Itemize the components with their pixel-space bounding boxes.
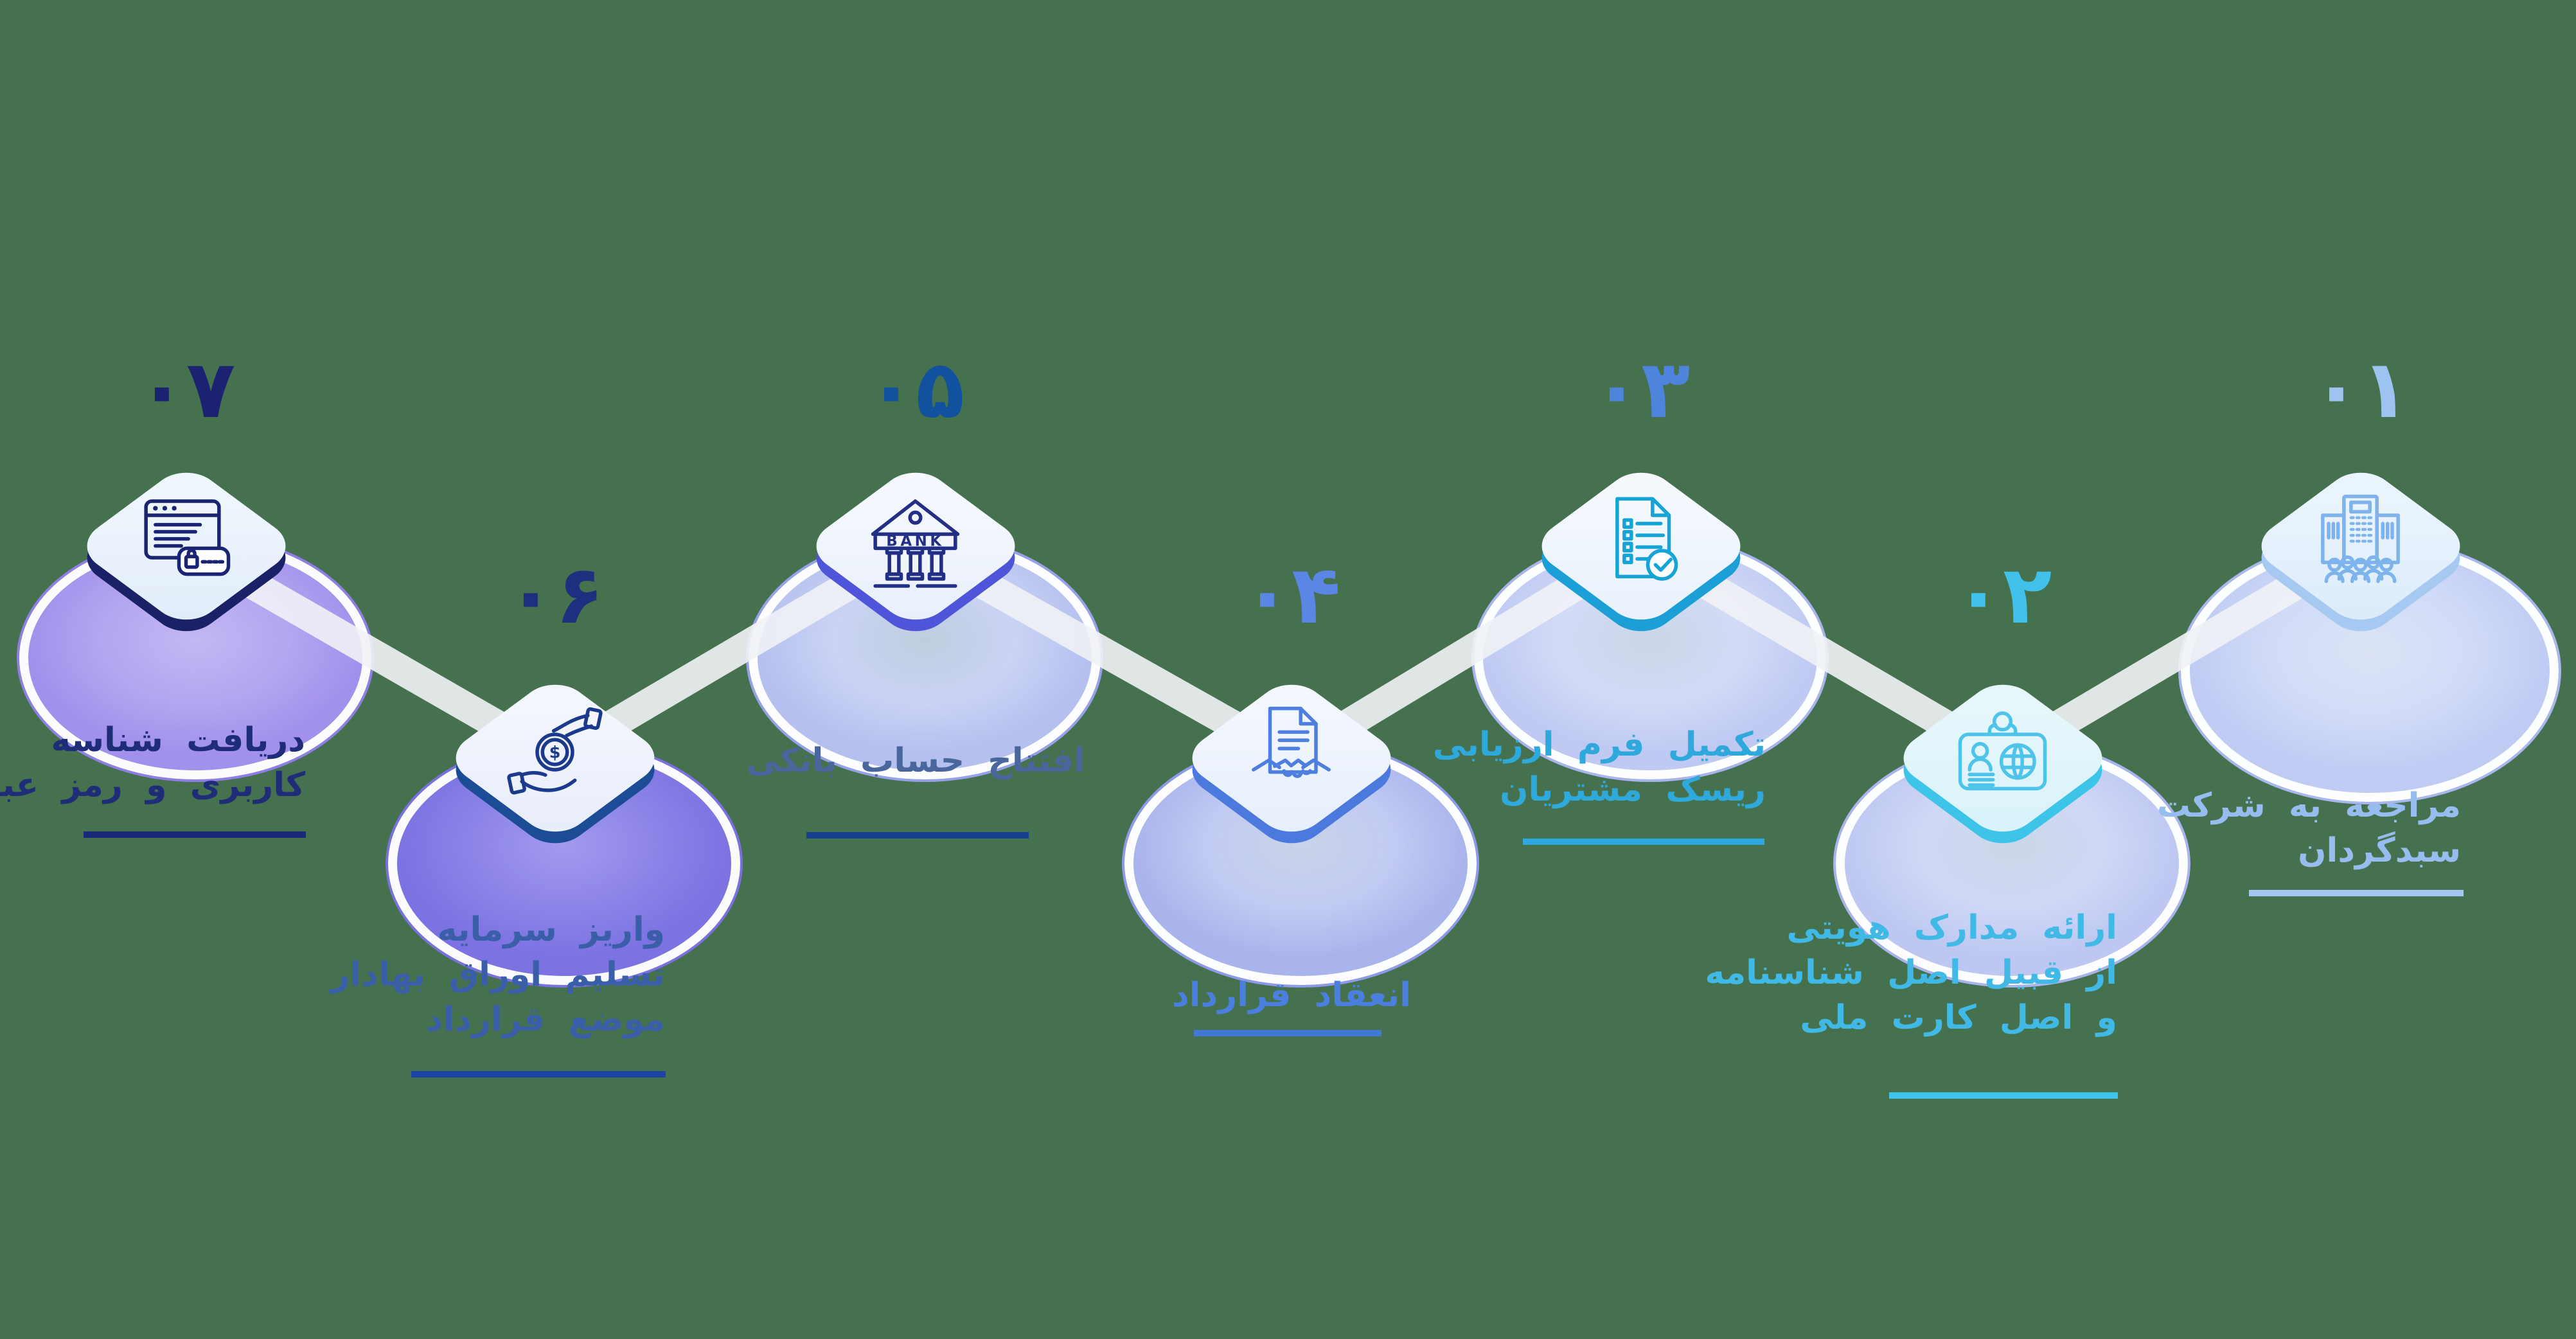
company-building-icon: [2301, 487, 2420, 593]
id-card-icon: [1943, 699, 2062, 805]
step-number: ۰۲: [1953, 549, 2052, 642]
bank-icon: BANK: [856, 487, 975, 593]
login-credentials-icon: [127, 487, 245, 593]
step-title: دریافت شناسه کاربری و رمز عبور: [0, 721, 305, 804]
step-number: ۰۶: [506, 549, 605, 642]
contract-handshake-icon: [1232, 699, 1351, 805]
step-title: تکمیل فرم ارزیابی ریسک مشتریان: [1432, 725, 1766, 809]
step-underline: [1194, 1030, 1381, 1036]
step-number: ۰۱: [2311, 343, 2410, 436]
step-underline: [1523, 838, 1764, 845]
step-number: ۰۵: [866, 343, 965, 436]
step-title: ارائه مدارک هویتی از قبیل اصل شناسنامه و…: [1705, 909, 2117, 1037]
step-title: انعقاد قرارداد: [1172, 976, 1411, 1015]
step-underline: [806, 832, 1029, 838]
step-underline: [1889, 1092, 2118, 1099]
step-number: ۰۷: [137, 343, 236, 436]
step-number: ۰۳: [1592, 343, 1691, 436]
step-underline: [411, 1071, 666, 1077]
step-underline: [84, 831, 306, 838]
step-title: افتتاح حساب بانکی: [746, 741, 1085, 780]
step-number: ۰۴: [1242, 549, 1341, 642]
step-underline: [2249, 890, 2464, 896]
step-title: مراجعه به شرکت سبدگردان: [2156, 786, 2461, 870]
deposit-hands-coin-icon: $: [495, 699, 614, 805]
step-title: واریز سرمایه تسلیم اوراق بهادار موضع قرا…: [330, 910, 666, 1039]
svg-text:$: $: [549, 743, 561, 763]
risk-assessment-form-icon: [1581, 487, 1700, 593]
